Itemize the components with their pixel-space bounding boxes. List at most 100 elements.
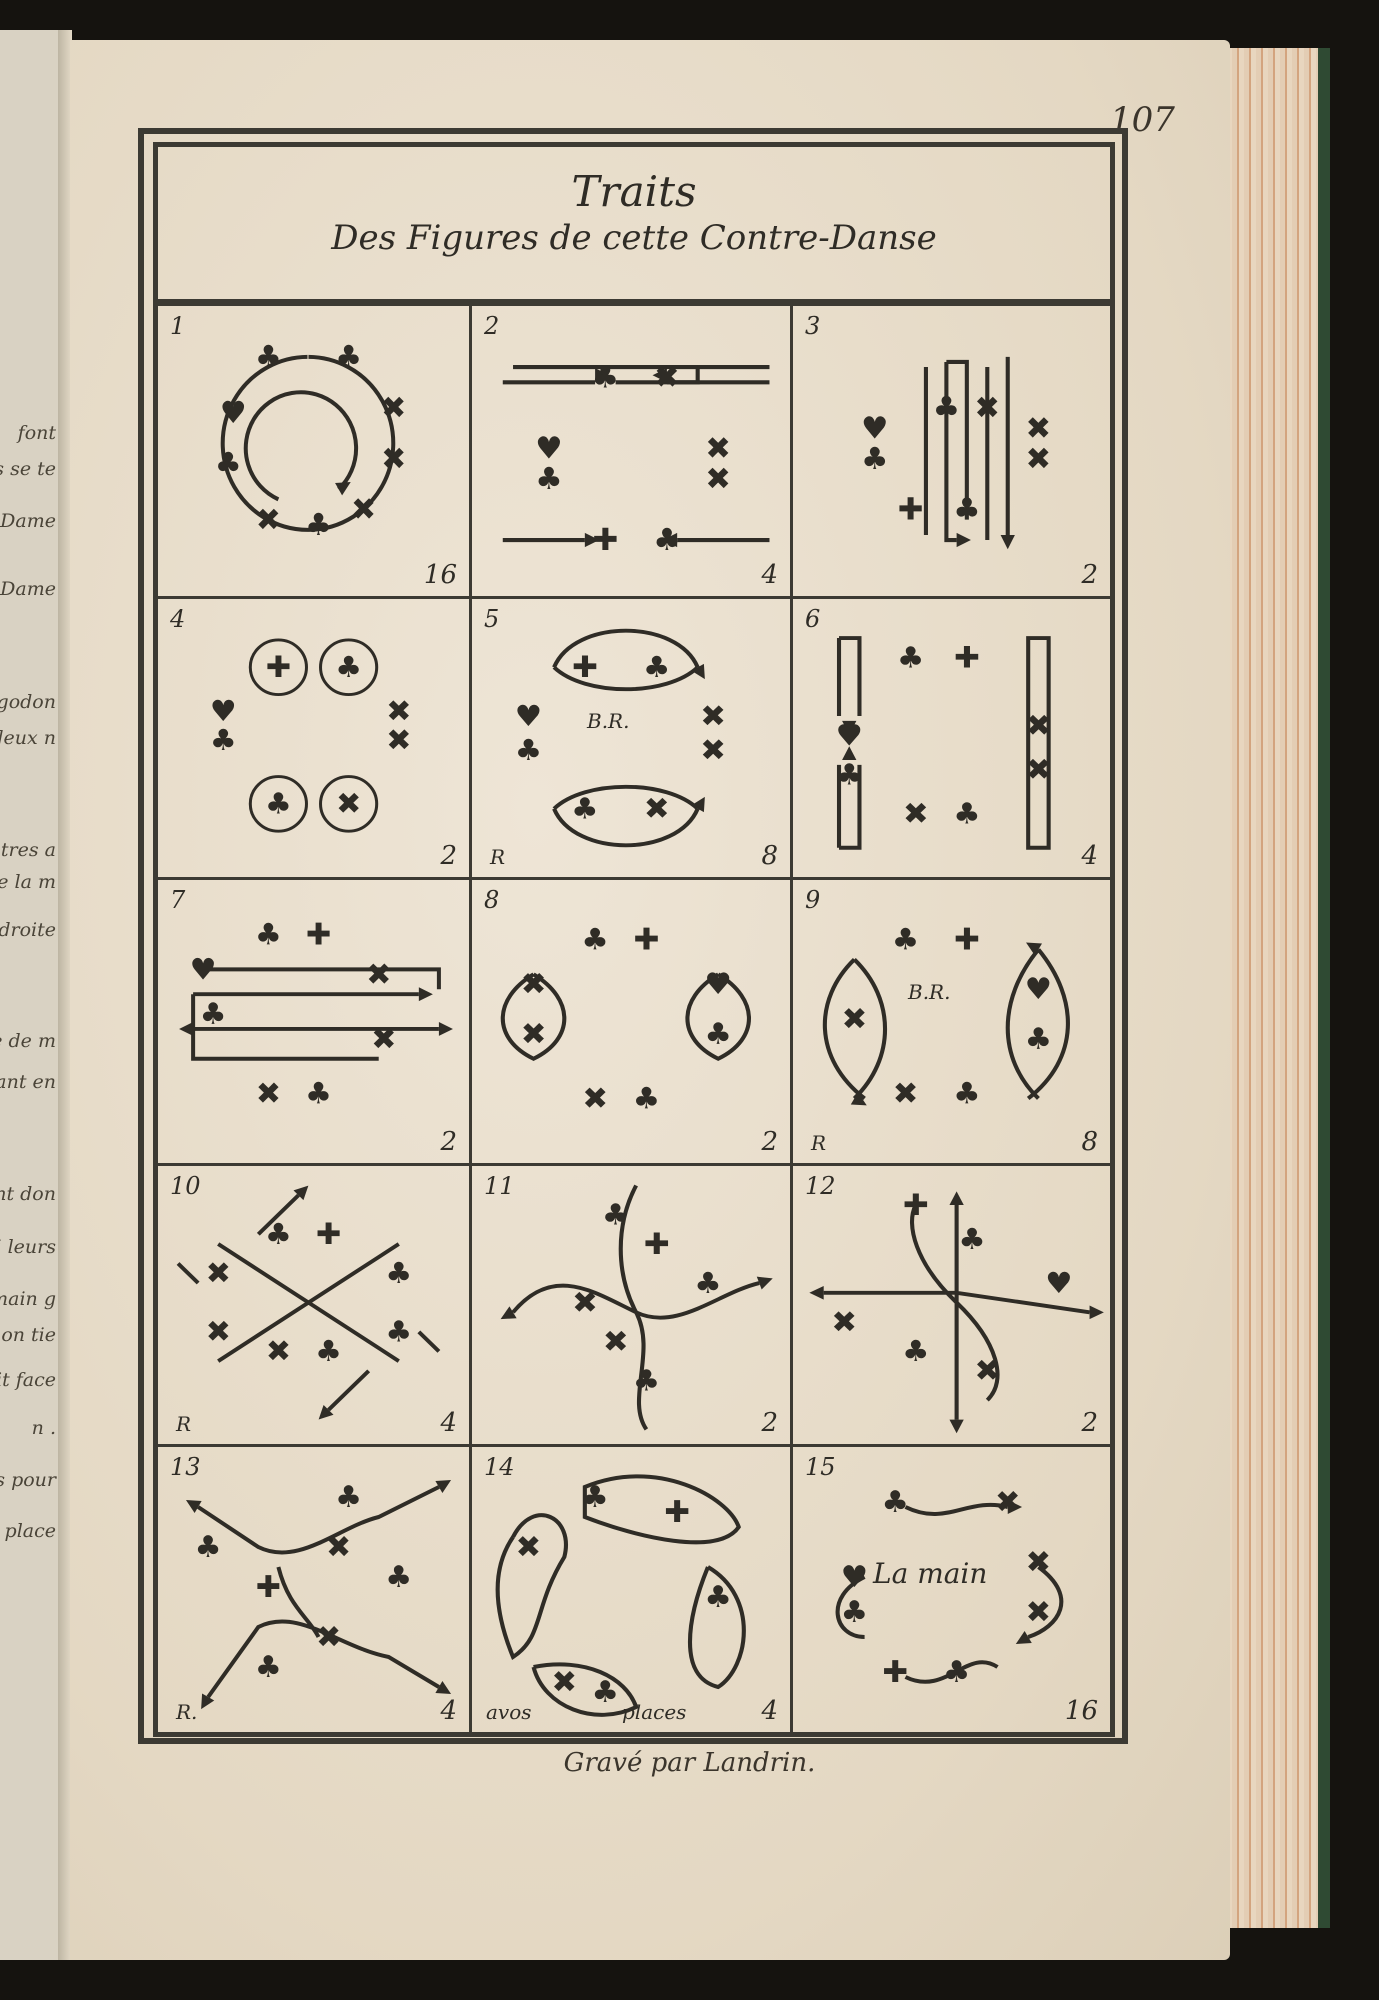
left-page-text-line: igodon	[0, 691, 56, 713]
dancer-symbol: ♣	[335, 340, 362, 375]
dancer-symbol: ♥	[704, 968, 732, 1002]
figure-diagram: ✚♣♥✖♣✖	[809, 1188, 1104, 1434]
dancer-symbol: ✖	[974, 1354, 1000, 1388]
figure-number: 3	[805, 312, 821, 340]
dancer-symbol: ✖	[1026, 1595, 1052, 1630]
figure-diagram: ♣♣♥♣✖✖♣✖✖	[215, 340, 407, 543]
dancer-symbol: ✚	[898, 493, 924, 528]
figure-number: 9	[805, 886, 821, 914]
figure-number: 11	[484, 1172, 515, 1200]
page	[70, 40, 1230, 1960]
dancer-symbol: ♣	[265, 1216, 292, 1251]
figure-number: 6	[805, 605, 821, 633]
figure-count: 8	[1081, 1127, 1098, 1157]
dancer-symbol: ✖	[974, 391, 1000, 426]
dancer-symbol: ♣	[953, 493, 981, 528]
figure-diagram: ♣✚✖♣✖♣	[500, 1184, 773, 1431]
dancer-symbol: ✖	[700, 699, 726, 733]
dancer-symbol: ♣	[933, 391, 961, 426]
figure-cell-11: ♣✚✖♣✖♣ 11 2	[472, 1166, 793, 1447]
dancer-symbol: ♥	[1025, 973, 1052, 1007]
figure-cell-7: ♣✚♥♣✖✖✖♣ 7 2	[158, 880, 472, 1166]
dancer-symbol: ✖	[842, 1002, 868, 1036]
dancer-symbol: ✖	[256, 503, 281, 538]
figure-cell-2: ♣✖♥♣✖✖✚♣ 2 4	[472, 306, 793, 599]
dancer-symbol: ♣	[335, 649, 362, 684]
left-page-text-line: font	[17, 422, 56, 444]
dancer-symbol: ✖	[381, 442, 406, 477]
dancer-symbol: ✖	[903, 797, 929, 831]
dancer-symbol: ♣	[943, 1655, 971, 1690]
dancer-symbol: ✖	[995, 1485, 1021, 1520]
figure-count: 4	[440, 1696, 457, 1726]
dancer-symbol: ✖	[351, 492, 376, 527]
dancer-symbol: ♣	[704, 1017, 732, 1051]
figure-diagram: ♣♣✖✚♣✖♣	[185, 1480, 452, 1710]
figure-corner-mark: R	[490, 845, 506, 869]
figure-diagram: ♣✚✖♣✖♣✖♣	[176, 1185, 441, 1420]
dancer-symbol: ✚	[306, 918, 331, 953]
dancer-symbol: ♥	[210, 693, 237, 728]
dancer-symbol: ✚	[256, 1570, 281, 1605]
dancer-symbol: ♣	[571, 792, 599, 826]
dancer-symbol: ✖	[644, 792, 670, 826]
dancer-symbol: ♣	[255, 918, 282, 953]
figure-count: 8	[761, 841, 778, 871]
figure-number: 5	[484, 605, 500, 633]
figure-count: 4	[1081, 841, 1098, 871]
figure-count: 4	[761, 560, 778, 590]
dancer-symbol: ✖	[551, 1665, 577, 1700]
figure-count: 16	[423, 560, 457, 590]
dancer-symbol: ♣	[581, 923, 609, 957]
dancer-symbol: ♣	[882, 1485, 910, 1520]
dancer-symbol: ✖	[654, 361, 680, 396]
dancer-symbol: ✖	[366, 957, 391, 992]
dancer-symbol: ♣	[581, 1480, 609, 1515]
left-page-text-line: s deux n	[0, 727, 56, 749]
figure-corner-mark: R	[811, 1131, 827, 1155]
figures-grid: ♣♣♥♣✖✖♣✖✖ 1 16♣✖♥♣✖✖✚♣ 2 4♣✖♥♣✖✖✚♣ 3 2✚♣…	[153, 301, 1115, 1737]
figure-count: 2	[1081, 560, 1098, 590]
page-edges	[1220, 48, 1330, 1928]
figure-count: 2	[440, 841, 457, 871]
dancer-symbol: ✚	[644, 1227, 670, 1261]
outer-frame	[138, 128, 1128, 1744]
left-page-text-line: es pour	[0, 1469, 56, 1491]
dancer-symbol: ♣	[953, 797, 981, 831]
title-box: Traits Des Figures de cette Contre-Danse	[153, 142, 1115, 304]
dancer-symbol: ✖	[1026, 753, 1052, 787]
dancer-symbol: ✚	[954, 923, 980, 957]
left-page-text-line: Dame	[0, 510, 56, 532]
dancer-symbol: ✚	[316, 1216, 341, 1251]
dancer-symbol: ✖	[326, 1530, 351, 1565]
dancer-symbol: ♣	[897, 641, 925, 675]
dancer-symbol: ♣	[305, 1077, 332, 1112]
dancer-symbol: ♣	[602, 1198, 630, 1232]
dancer-symbol: ♣	[385, 1560, 412, 1595]
dancer-symbol: ♣	[265, 786, 292, 821]
left-page-text-line: sont don	[0, 1183, 56, 1205]
figure-number: 15	[805, 1453, 836, 1481]
figure-diagram: ✚♣♣✖♥♣✖✖	[210, 638, 411, 833]
left-page-text-line: vant en	[0, 1071, 56, 1093]
figure-number: 4	[170, 605, 186, 633]
dancer-symbol: ♣	[385, 1255, 412, 1290]
left-page-text-line: i leurs	[0, 1236, 56, 1258]
dancer-symbol: ✖	[206, 1314, 231, 1349]
left-page-text-line: atres a	[0, 839, 56, 861]
dancer-symbol: ✖	[386, 693, 411, 728]
dancer-symbol: ✖	[893, 1077, 919, 1111]
dancer-symbol: ♣	[255, 1650, 282, 1685]
dancer-symbol: ♣	[643, 651, 671, 685]
figure-diagram: ♣✖♥♣✖✖✚♣	[835, 1485, 1064, 1690]
dancer-symbol: ♣	[633, 1364, 661, 1398]
dancer-symbol: ✖	[206, 1255, 231, 1290]
figure-number: 7	[170, 886, 186, 914]
dancer-symbol: ✖	[1026, 411, 1052, 446]
dancer-symbol: ✚	[266, 649, 291, 684]
figure-number: 13	[170, 1453, 201, 1481]
left-page-text-line: fait face	[0, 1369, 56, 1391]
